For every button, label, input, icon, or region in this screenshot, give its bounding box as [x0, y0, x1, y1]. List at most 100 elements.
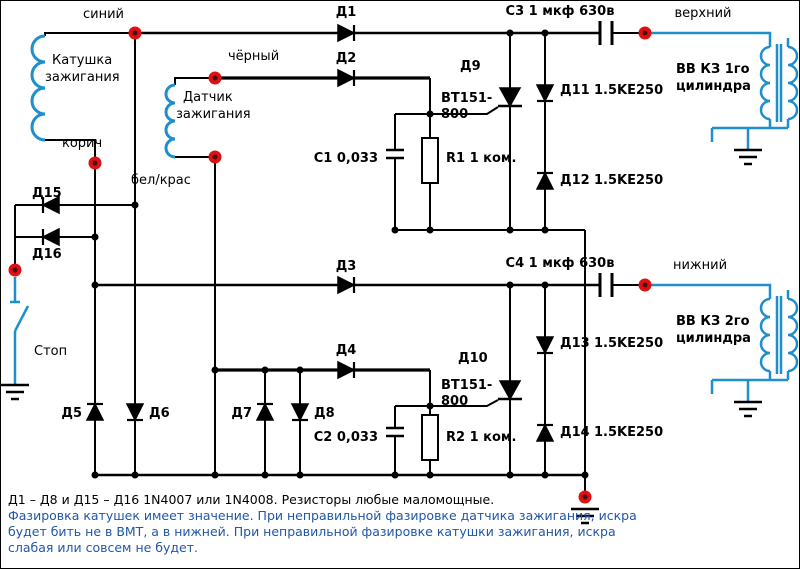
- diode-d5: [85, 402, 105, 422]
- terminal-black-wire: [208, 71, 222, 85]
- capacitor-c1: [386, 148, 404, 160]
- label-hv2-line1: ВВ КЗ 2го: [676, 314, 750, 329]
- diode-d16: [41, 227, 61, 247]
- label-thy1-part2: 800: [441, 107, 468, 122]
- label-d13: Д13: [560, 336, 590, 351]
- label-d14-type: 1.5KE250: [594, 425, 663, 440]
- bottom-leads: [710, 119, 790, 149]
- wiring: [10, 31, 772, 497]
- capacitor-c2: [386, 426, 404, 438]
- terminal-blue-wire: [128, 26, 142, 40]
- label-black-wire: чёрный: [228, 49, 279, 64]
- label-d12-type: 1.5KE250: [594, 173, 663, 188]
- capacitor-c3: [598, 21, 614, 45]
- label-ignition-coil-2: зажигания: [45, 70, 120, 85]
- label-ignition-coil-1: Катушка: [52, 53, 112, 68]
- sensor-coil-winding: [164, 83, 176, 159]
- diode-d1: [336, 23, 356, 43]
- label-thy2-part2: 800: [441, 394, 468, 409]
- thyristor-d10: [498, 380, 522, 401]
- wire: [645, 31, 772, 47]
- label-d7: Д7: [231, 406, 252, 421]
- terminal-lower-output: [638, 278, 652, 292]
- tvs-diode-d14: [535, 423, 555, 443]
- label-c4: С4 1 мкф 630в: [506, 256, 615, 271]
- diode-d7: [255, 402, 275, 422]
- ground-symbol: [732, 400, 764, 418]
- label-hv2-line2: цилиндра: [676, 331, 751, 346]
- label-d14: Д14: [560, 425, 590, 440]
- diode-d6: [125, 402, 145, 422]
- terminal-ground: [578, 490, 592, 504]
- label-d1: Д1: [336, 5, 357, 20]
- bottom-leads: [710, 371, 790, 401]
- gate-wire: [395, 106, 499, 115]
- label-lower: нижний: [673, 258, 727, 273]
- secondary-winding: [787, 297, 799, 373]
- label-r2: R2 1 ком.: [446, 430, 516, 445]
- label-d12: Д12: [560, 173, 590, 188]
- label-d2: Д2: [336, 51, 357, 66]
- diode-d2: [336, 68, 356, 88]
- tvs-diode-d12: [535, 171, 555, 191]
- note-line-2: Фазировка катушек имеет значение. При не…: [8, 508, 637, 523]
- ground-symbol-stop: [0, 383, 31, 401]
- label-blue-wire: синий: [83, 7, 124, 22]
- core: [775, 296, 783, 374]
- terminal-whitered-wire: [208, 150, 222, 164]
- label-thy1-part1: BT151-: [441, 91, 492, 106]
- label-d11-type: 1.5KE250: [594, 83, 663, 98]
- label-c1: С1 0,033: [314, 151, 378, 166]
- note-line-1: Д1 – Д8 и Д15 – Д16 1N4007 или 1N4008. Р…: [8, 492, 494, 507]
- terminal-stop-switch: [8, 263, 22, 277]
- ignition-coil-winding: [30, 34, 46, 142]
- label-d4: Д4: [336, 343, 357, 358]
- wire: [44, 32, 135, 36]
- label-brown-wire: корич: [62, 136, 102, 151]
- wire: [175, 156, 216, 475]
- label-d3: Д3: [336, 259, 357, 274]
- label-d16: Д16: [32, 247, 62, 262]
- wire: [45, 139, 96, 475]
- label-d15: Д15: [32, 186, 62, 201]
- resistor-r2: [421, 414, 439, 461]
- label-hv1-line2: цилиндра: [676, 79, 751, 94]
- label-d6: Д6: [149, 406, 170, 421]
- hv-transformer-2: [710, 290, 799, 418]
- diode-d3: [336, 275, 356, 295]
- label-d5: Д5: [61, 406, 82, 421]
- label-sensor-coil-1: Датчик: [183, 90, 233, 105]
- label-d8: Д8: [314, 406, 335, 421]
- wire: [645, 283, 772, 299]
- label-d9: Д9: [460, 59, 481, 74]
- note-line-3: будет бить не в ВМТ, а в нижней. При неп…: [8, 524, 616, 539]
- label-c3: С3 1 мкф 630в: [506, 4, 615, 19]
- label-hv1-line1: ВВ КЗ 1го: [676, 62, 750, 77]
- secondary-winding: [787, 45, 799, 121]
- label-thy2-part1: BT151-: [441, 378, 492, 393]
- gate-wire: [395, 399, 499, 407]
- resistor-r1: [421, 137, 439, 184]
- primary-winding: [759, 297, 771, 373]
- terminal-brown-wire: [88, 156, 102, 170]
- ground-symbol: [732, 148, 764, 166]
- tvs-diode-d13: [535, 335, 555, 355]
- core: [775, 44, 783, 122]
- label-sensor-coil-2: зажигания: [176, 107, 251, 122]
- label-stop: Стоп: [34, 344, 67, 359]
- tvs-diode-d11: [535, 83, 555, 103]
- capacitor-c4: [598, 273, 614, 297]
- switch-blade: [13, 305, 30, 332]
- label-d13-type: 1.5KE250: [594, 336, 663, 351]
- terminal-upper-output: [638, 26, 652, 40]
- label-c2: С2 0,033: [314, 430, 378, 445]
- primary-winding: [759, 45, 771, 121]
- diode-d8: [290, 402, 310, 422]
- label-d10: Д10: [458, 351, 488, 366]
- wire: [174, 77, 215, 85]
- label-upper: верхний: [674, 6, 731, 21]
- hv-transformer-1: [710, 38, 799, 166]
- note-line-4: слабая или совсем не будет.: [8, 540, 198, 555]
